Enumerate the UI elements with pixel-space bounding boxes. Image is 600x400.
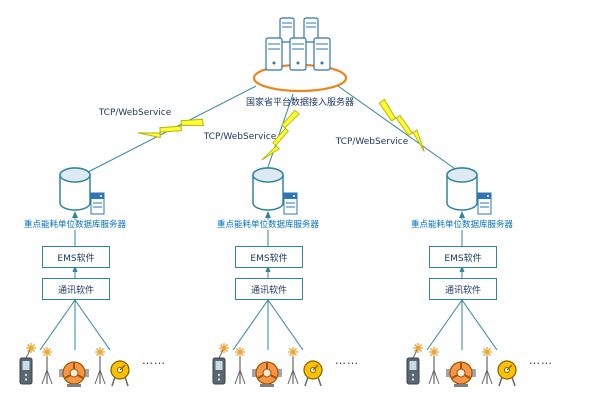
antenna-icon: [428, 347, 440, 385]
antenna-icon: [481, 347, 493, 385]
gauge-icon: [110, 360, 130, 387]
comm-box: 通讯软件: [235, 278, 303, 300]
link-label-left: TCP/WebService: [98, 108, 172, 118]
database-icon: [59, 167, 91, 211]
gauge-icon: [497, 360, 517, 387]
server-cluster-icon: [265, 17, 331, 71]
comm-label: 通讯软件: [444, 285, 481, 296]
ellipsis-dots: ……: [335, 354, 359, 367]
db-server-label: 重点能耗单位数据库服务器: [21, 220, 128, 230]
server-doc-icon: [477, 192, 492, 215]
turbine-icon: [446, 361, 476, 387]
device-row: [212, 343, 323, 387]
link-label-middle: TCP/WebService: [203, 132, 277, 142]
turbine-icon: [252, 361, 282, 387]
turbine-icon: [59, 361, 89, 387]
ellipsis-dots: ……: [142, 354, 166, 367]
comm-box: 通讯软件: [42, 278, 110, 300]
gauge-icon: [303, 360, 323, 387]
device-row: [19, 343, 130, 387]
device-row: [406, 343, 517, 387]
ems-box: EMS软件: [235, 246, 303, 268]
ems-label: EMS软件: [444, 253, 482, 264]
antenna-icon: [287, 347, 299, 385]
ems-label: EMS软件: [57, 253, 95, 264]
ems-box: EMS软件: [429, 246, 497, 268]
server-doc-icon: [283, 192, 298, 215]
antenna-icon: [41, 347, 53, 385]
ems-box: EMS软件: [42, 246, 110, 268]
ems-label: EMS软件: [250, 253, 288, 264]
server-doc-icon: [90, 192, 105, 215]
antenna-icon: [94, 347, 106, 385]
link-label-right: TCP/WebService: [335, 137, 409, 147]
comm-box: 通讯软件: [429, 278, 497, 300]
meter-icon: [19, 343, 36, 385]
database-icon: [252, 167, 284, 211]
db-server-label: 重点能耗单位数据库服务器: [408, 220, 515, 230]
comm-label: 通讯软件: [250, 285, 287, 296]
top-server-label: 国家省平台数据接入服务器: [245, 98, 354, 108]
meter-icon: [212, 343, 229, 385]
meter-icon: [406, 343, 423, 385]
antenna-icon: [234, 347, 246, 385]
database-icon: [446, 167, 478, 211]
ellipsis-dots: ……: [529, 354, 553, 367]
db-server-label: 重点能耗单位数据库服务器: [214, 220, 321, 230]
comm-label: 通讯软件: [57, 285, 94, 296]
